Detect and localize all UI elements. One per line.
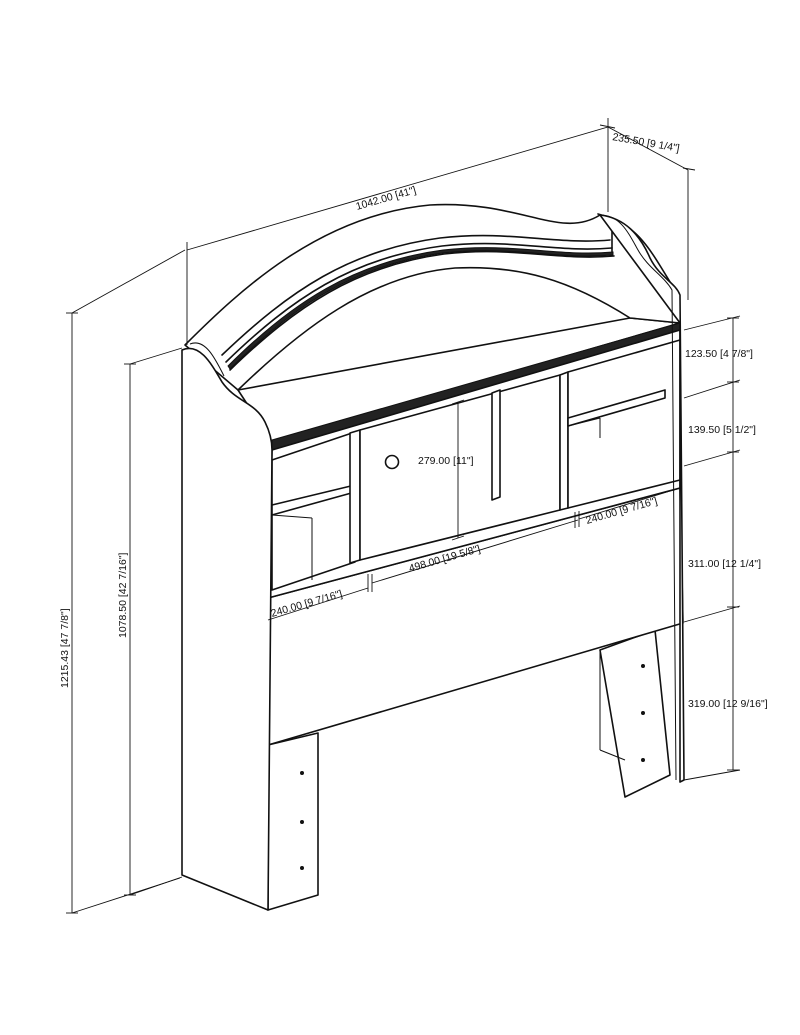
dimension-lines	[66, 118, 741, 914]
screw-dot-icon	[641, 664, 645, 668]
headboard	[181, 203, 685, 911]
right-123-label: 123.50 [4 7/8"]	[685, 348, 753, 360]
screw-dot-icon	[300, 820, 304, 824]
right-311-label: 311.00 [12 1/4"]	[688, 558, 761, 570]
right-139-label: 139.50 [5 1/2"]	[688, 424, 756, 436]
screw-dots	[300, 664, 645, 870]
overall-height-label: 1215.43 [47 7/8"]	[59, 608, 71, 688]
depth-top-label: 235.50 [9 1/4"]	[611, 131, 680, 155]
screw-dot-icon	[300, 771, 304, 775]
center-height-label: 279.00 [11"]	[418, 455, 474, 467]
right-side-panel	[599, 214, 685, 783]
side-height-label: 1078.50 [42 7/16"]	[117, 552, 129, 638]
left-side-panel	[181, 347, 273, 911]
right-leg	[599, 629, 671, 798]
screw-dot-icon	[641, 758, 645, 762]
right-319-label: 319.00 [12 9/16"]	[688, 698, 768, 710]
left-leg	[267, 732, 319, 911]
screw-dot-icon	[300, 866, 304, 870]
crown-arch	[184, 203, 681, 391]
cable-grommet-icon	[384, 454, 400, 470]
screw-dot-icon	[641, 711, 645, 715]
